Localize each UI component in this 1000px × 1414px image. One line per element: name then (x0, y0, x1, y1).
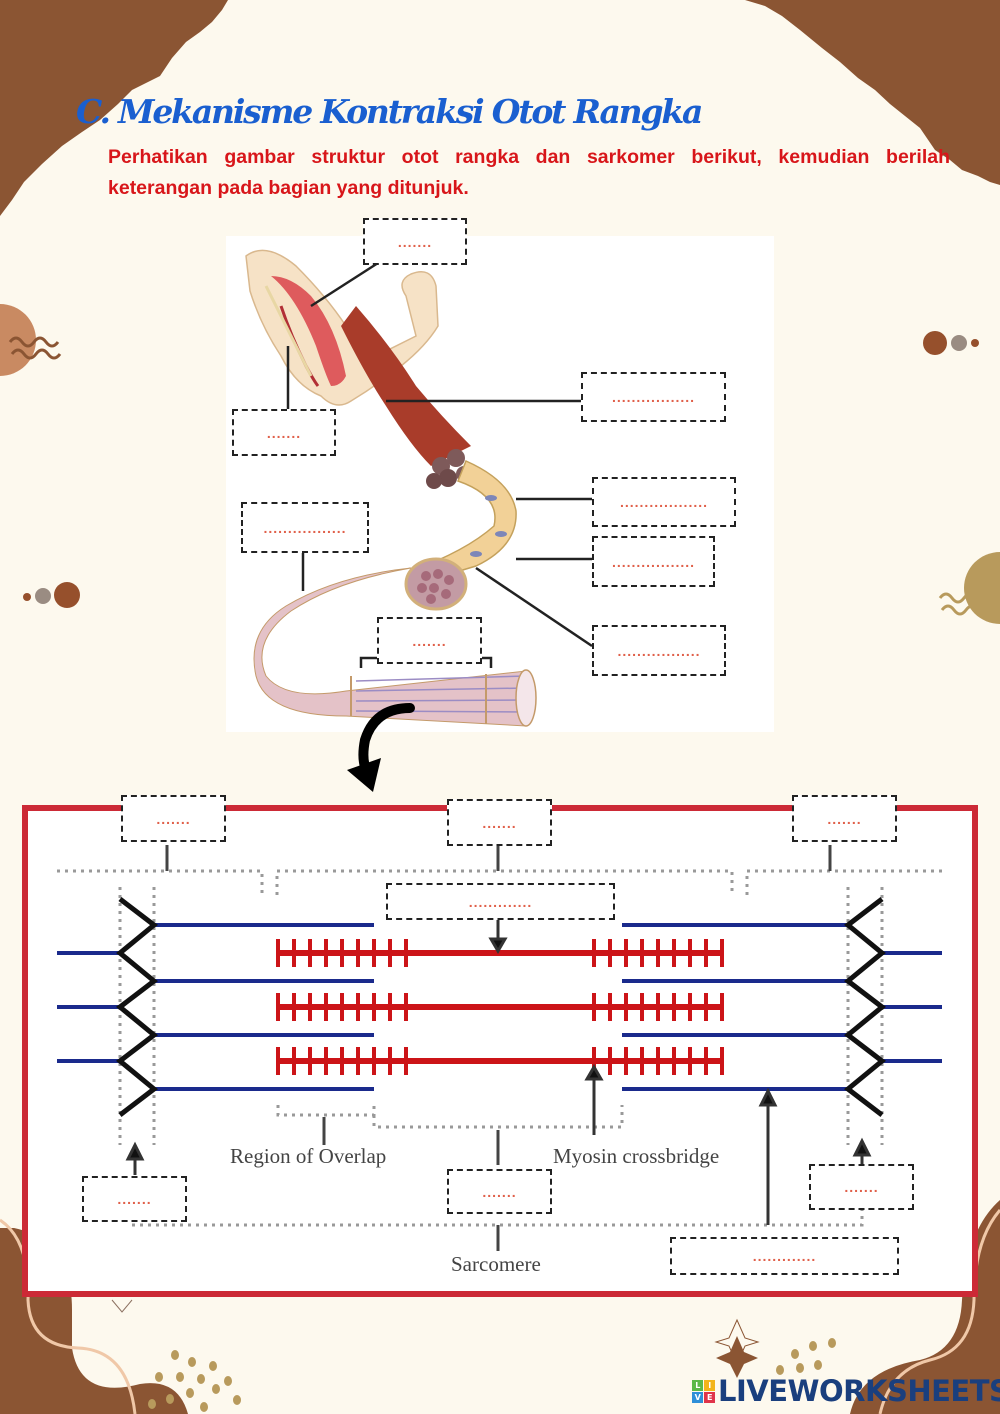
answer-input[interactable] (811, 1178, 912, 1196)
answer-input[interactable] (379, 631, 480, 650)
sarcomere-label: Sarcomere (451, 1252, 541, 1276)
instruction-text: Perhatikan gambar struktur otot rangka d… (108, 146, 950, 199)
left-wave-icon (8, 336, 62, 360)
answer-input[interactable] (794, 809, 895, 828)
answer-input[interactable] (594, 552, 713, 571)
z-disc-right (843, 897, 887, 1117)
liveworksheets-logo[interactable]: L I V E LIVEWORKSHEETS (692, 1374, 1000, 1408)
answer-box-sarcomere[interactable] (447, 1169, 552, 1214)
answer-input[interactable] (243, 518, 367, 537)
answer-input[interactable] (672, 1247, 897, 1265)
answer-box-perimysium[interactable] (592, 477, 736, 527)
myosin-crossbridge-label: Myosin crossbridge (553, 1144, 720, 1168)
answer-box-muscle[interactable] (232, 409, 336, 456)
right-wave-icon (938, 592, 980, 616)
answer-box-sarcomere[interactable] (809, 1164, 914, 1210)
answer-box-myofibril[interactable] (241, 502, 369, 553)
answer-box-sarcomere[interactable] (82, 1176, 187, 1222)
sarcomere-diagram (22, 805, 978, 1297)
myofibril-end (515, 669, 537, 727)
logo-tiles-icon: L I V E (692, 1379, 715, 1403)
answer-box-muscle-fiber[interactable] (592, 536, 715, 587)
sparkle-filled-icon (716, 1336, 758, 1378)
bottom-right-blob (850, 1200, 1000, 1414)
muscle-belly (341, 306, 471, 466)
right-circle (964, 552, 1000, 624)
answer-input[interactable] (583, 388, 724, 406)
z-disc-left (115, 897, 159, 1117)
answer-input[interactable] (449, 813, 550, 832)
answer-input[interactable] (594, 641, 724, 660)
answer-box-fascicle[interactable] (581, 372, 726, 422)
answer-box-bundle[interactable] (592, 625, 726, 676)
top-left-torn-shape (0, 0, 228, 216)
answer-box-m-line[interactable] (386, 883, 615, 920)
answer-input[interactable] (123, 809, 224, 828)
region-of-overlap-label: Region of Overlap (230, 1144, 387, 1168)
answer-box-sarcomere[interactable] (377, 617, 482, 664)
answer-input[interactable] (449, 1182, 550, 1201)
answer-input[interactable] (365, 232, 465, 251)
answer-input[interactable] (84, 1190, 185, 1208)
answer-box-sarcomere[interactable] (447, 799, 552, 846)
top-right-torn-shape (745, 0, 1000, 185)
answer-input[interactable] (388, 892, 613, 911)
page-title: C. Mekanisme Kontraksi Otot Rangka (76, 92, 703, 131)
curved-arrow-icon (347, 703, 415, 792)
answer-input[interactable] (594, 493, 734, 511)
answer-box-sarcomere[interactable] (792, 795, 897, 842)
logo-text: LIVEWORKSHEETS (718, 1374, 1000, 1408)
answer-input[interactable] (234, 423, 334, 442)
answer-box-muscle[interactable] (363, 218, 467, 265)
answer-box-sarcomere[interactable] (121, 795, 226, 842)
answer-box-actin[interactable] (670, 1237, 899, 1275)
myosin-filaments (276, 939, 724, 1075)
